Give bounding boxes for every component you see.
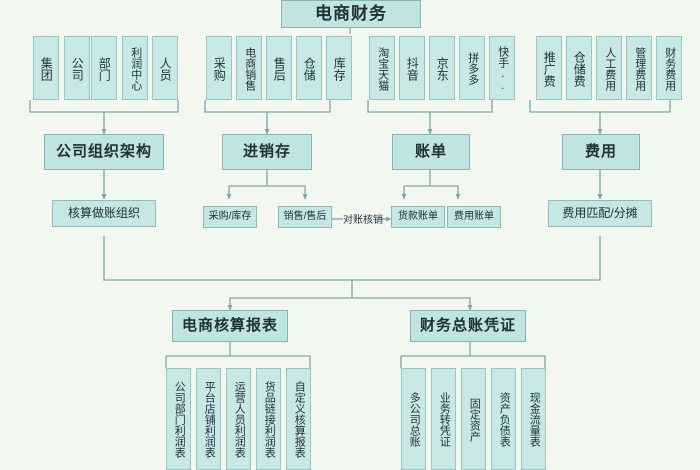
ledger-item-cash-flow-statement[interactable]: 现金流量表	[521, 368, 546, 470]
ecom-report-item-operator-profit[interactable]: 运营人员利润表	[226, 368, 251, 470]
node-expense-bill[interactable]: 费用账单	[447, 206, 501, 228]
bill-item-douyin[interactable]: 抖音	[399, 36, 425, 100]
node-purchase-stock[interactable]: 采购/库存	[203, 206, 257, 228]
exp-item-guanlifeiyong[interactable]: 管理费用	[626, 36, 652, 100]
org-item-jituan[interactable]: 集团	[33, 36, 59, 100]
inv-item-caigou[interactable]: 采购	[206, 36, 232, 100]
bill-item-kuaishou[interactable]: 快手..	[489, 36, 515, 100]
ecom-report-item-custom-report[interactable]: 自定义核算报表	[286, 368, 311, 470]
node-goods-payment-bill[interactable]: 货款账单	[391, 206, 445, 228]
inv-item-cangchu[interactable]: 仓储	[296, 36, 322, 100]
exp-item-caiwufeiyong[interactable]: 财务费用	[656, 36, 682, 100]
exp-item-cangchufei[interactable]: 仓储费	[566, 36, 592, 100]
node-accounting-org[interactable]: 核算做账组织	[52, 200, 156, 227]
output-ecom-report[interactable]: 电商核算报表	[172, 310, 288, 342]
org-item-gongsi[interactable]: 公司	[64, 36, 90, 100]
category-inventory[interactable]: 进销存	[222, 134, 312, 170]
output-ledger-voucher[interactable]: 财务总账凭证	[410, 310, 526, 342]
org-item-bumen[interactable]: 部门	[91, 36, 117, 100]
ecom-report-item-company-dept-profit[interactable]: 公司部门利润表	[166, 368, 191, 470]
exp-item-rengongfeiyong[interactable]: 人工费用	[596, 36, 622, 100]
ecom-report-item-platform-shop-profit[interactable]: 平台店铺利润表	[196, 368, 221, 470]
node-sales-aftersales[interactable]: 销售/售后	[278, 206, 332, 228]
org-item-renyuan[interactable]: 人员	[152, 36, 178, 100]
category-bills[interactable]: 账单	[392, 134, 470, 170]
diagram-title: 电商财务	[281, 0, 421, 28]
node-expense-match-allocate[interactable]: 费用匹配/分摊	[548, 200, 652, 227]
ledger-item-fixed-assets[interactable]: 固定资产	[461, 368, 486, 470]
category-company-org-structure[interactable]: 公司组织架构	[44, 134, 164, 170]
ledger-item-multi-company-ledger[interactable]: 多公司总账	[401, 368, 426, 470]
ecom-report-item-product-link-profit[interactable]: 货品链接利润表	[256, 368, 281, 470]
inv-item-shouhou[interactable]: 售后	[266, 36, 292, 100]
connector-label-reconciliation: 对账核销	[343, 215, 383, 226]
ledger-item-balance-sheet[interactable]: 资产负债表	[491, 368, 516, 470]
inv-item-dianshangxiaoshou[interactable]: 电商销售	[236, 36, 262, 100]
inv-item-kucun[interactable]: 库存	[326, 36, 352, 100]
bill-item-jingdong[interactable]: 京东	[429, 36, 455, 100]
org-item-lirunzhongxin[interactable]: 利润中心	[122, 36, 148, 100]
bill-item-pinduoduo[interactable]: 拼多多	[459, 36, 485, 100]
category-expenses[interactable]: 费用	[562, 134, 640, 170]
ledger-item-business-to-voucher[interactable]: 业务转凭证	[431, 368, 456, 470]
exp-item-tuiguangfei[interactable]: 推广费	[536, 36, 562, 100]
bill-item-taobao-tmall[interactable]: 淘宝天猫	[369, 36, 395, 100]
